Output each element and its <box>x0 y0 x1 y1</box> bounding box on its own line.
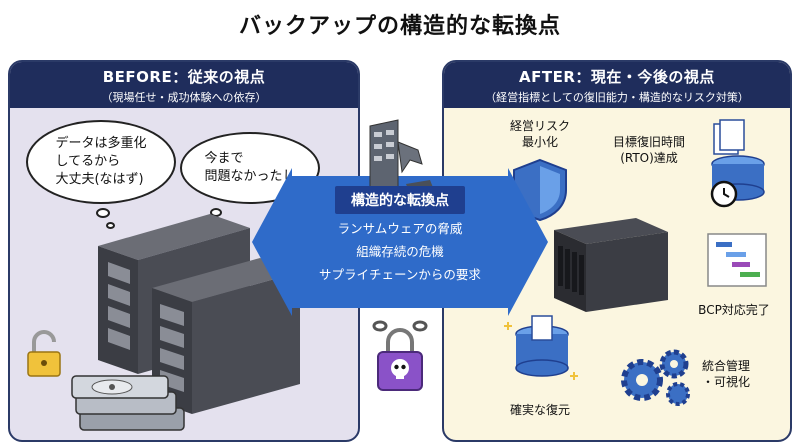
unlocked-padlock-icon <box>27 330 61 377</box>
bcp-complete-label: BCP対応完了 <box>698 303 770 317</box>
collapsing-building-icon <box>369 119 434 195</box>
transition-box: 構造的な転換点 ランサムウェアの脅威 組織存続の危機 サプライチェーンからの要求 <box>292 176 508 308</box>
rto-achievement-label: 目標復旧時間 (RTO)達成 <box>594 134 704 166</box>
thought-bubble-no-problem: 今まで 問題なかったし <box>180 132 320 204</box>
risk-label-line: 最小化 <box>521 135 558 149</box>
restore-database-icon <box>504 315 578 380</box>
manage-label-line: 統合管理 <box>702 359 751 373</box>
after-heading: AFTER：現在・今後の視点 <box>519 68 715 86</box>
thought-bubble-multiplexed: データは多重化 してるから 大丈夫(なはず) <box>26 120 176 204</box>
reliable-restore-label: 確実な復元 <box>509 403 570 417</box>
hard-disks-icon <box>71 375 185 431</box>
gears-icon <box>621 349 690 406</box>
transition-badge: 構造的な転換点 <box>335 186 465 214</box>
after-subheading: （経営指標としての復旧能力・構造的なリスク対策） <box>485 91 749 104</box>
bubble-text-line: データは多重化 <box>55 136 147 151</box>
rto-label-line: 目標復旧時間 <box>612 135 685 149</box>
risk-minimization-label: 経営リスク 最小化 <box>500 118 580 150</box>
legacy-server-racks-icon <box>98 214 300 414</box>
threat-organization-crisis: 組織存続の危機 <box>356 244 444 259</box>
database-clock-icon <box>710 119 765 208</box>
after-panel-header: AFTER：現在・今後の視点 （経営指標としての復旧能力・構造的なリスク対策） <box>444 62 790 108</box>
before-subheading: （現場任せ・成功体験への依存） <box>101 91 267 104</box>
risk-label-line: 経営リスク <box>509 119 570 133</box>
manage-label-line: ・可視化 <box>702 375 751 389</box>
rto-label-line: (RTO)達成 <box>620 151 678 165</box>
integrated-management-label: 統合管理 ・可視化 <box>702 358 782 390</box>
bubble-text-line: してるから <box>55 154 121 169</box>
bubble-text-line: 今まで <box>204 151 244 166</box>
before-heading: BEFORE：従来の視点 <box>102 68 266 86</box>
thought-dot <box>96 208 110 218</box>
threat-supply-chain: サプライチェーンからの要求 <box>319 267 481 282</box>
threat-ransomware: ランサムウェアの脅威 <box>337 221 463 236</box>
thought-dot <box>210 208 222 217</box>
before-panel-header: BEFORE：従来の視点 （現場任せ・成功体験への依存） <box>10 62 358 108</box>
chained-skull-padlock-icon <box>372 320 428 391</box>
bubble-text-line: 問題なかったし <box>204 169 296 184</box>
thought-dot <box>106 222 115 229</box>
nas-storage-icon <box>554 218 668 312</box>
diagram-title: バックアップの構造的な転換点 <box>238 14 561 39</box>
gantt-chart-icon <box>707 233 767 287</box>
bubble-text-line: 大丈夫(なはず) <box>55 172 144 187</box>
